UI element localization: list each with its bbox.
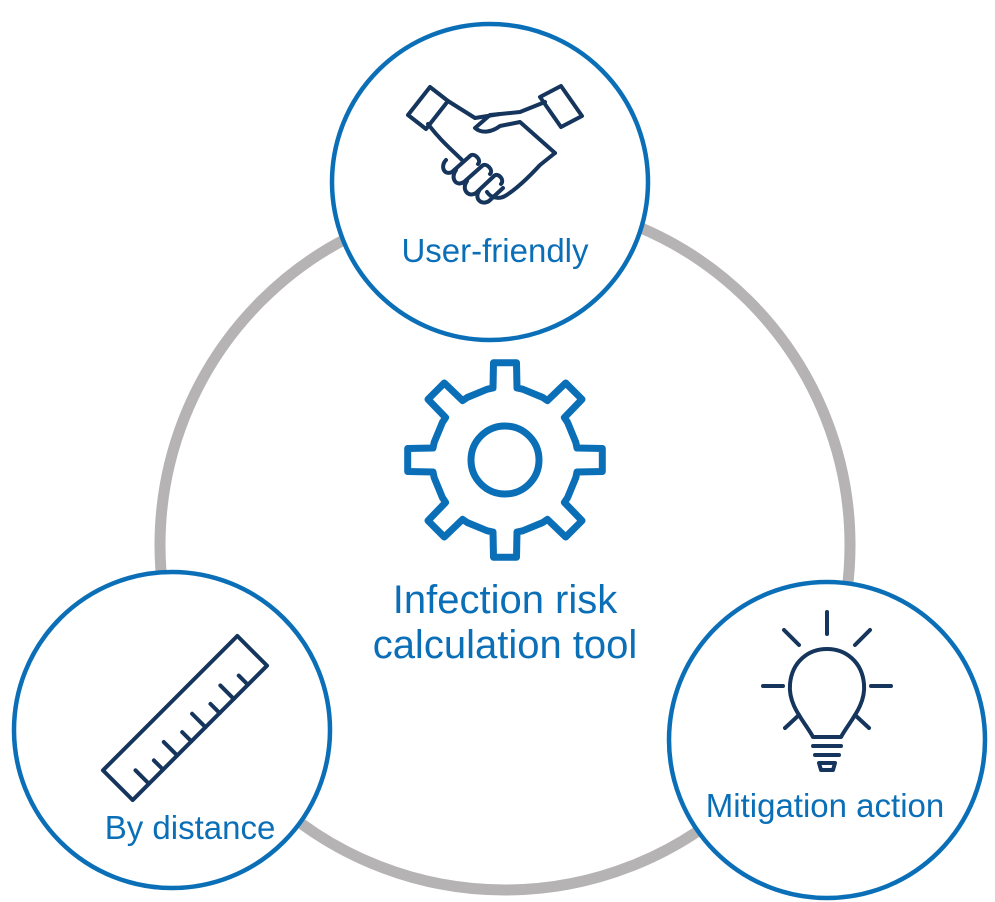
lightbulb-icon xyxy=(761,610,893,772)
node-label-user-friendly: User-friendly xyxy=(401,232,589,269)
node-label-by-distance: By distance xyxy=(104,809,276,846)
node-user-friendly xyxy=(329,21,651,343)
node-by-distance xyxy=(11,569,333,891)
ruler-icon xyxy=(100,633,270,803)
center-label: Infection risk calculation tool xyxy=(372,578,638,667)
node-mitigation-action xyxy=(666,579,988,901)
handshake-icon xyxy=(406,84,584,205)
gear-icon xyxy=(404,359,606,561)
node-label-mitigation-action: Mitigation action xyxy=(705,787,945,824)
